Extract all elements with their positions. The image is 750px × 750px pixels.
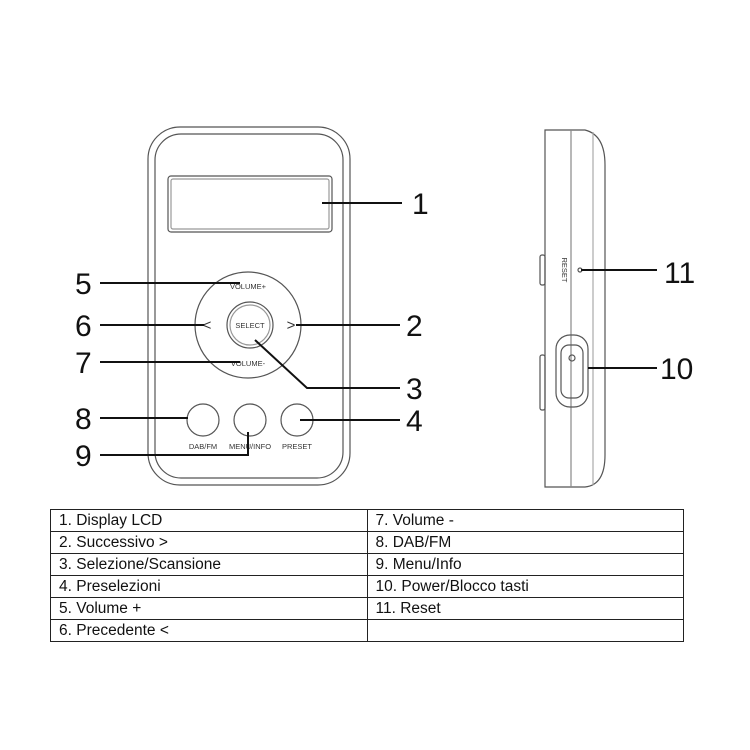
legend-cell: 4. Preselezioni [50, 575, 368, 598]
legend-cell: 1. Display LCD [50, 509, 368, 532]
device-side [544, 129, 606, 488]
next-glyph: > [287, 317, 296, 334]
menu-info-label: MENU/INFO [229, 442, 271, 451]
callout-8: 8 [75, 403, 92, 436]
callout-1: 1 [412, 188, 429, 221]
callout-6: 6 [75, 310, 92, 343]
lcd-display [167, 175, 333, 233]
legend-cell: 3. Selezione/Scansione [50, 553, 368, 576]
legend-cell: 2. Successivo > [50, 531, 368, 554]
dab-fm-button [186, 403, 220, 437]
callout-4: 4 [406, 405, 423, 438]
legend-cell [366, 619, 684, 642]
callout-11: 11 [664, 257, 695, 290]
legend-cell: 8. DAB/FM [366, 531, 684, 554]
select-button [226, 301, 274, 349]
reset-label: RESET [560, 257, 569, 282]
legend-cell: 9. Menu/Info [366, 553, 684, 576]
legend-cell: 7. Volume - [366, 509, 684, 532]
callout-3: 3 [406, 373, 423, 406]
device-front-outer [147, 126, 351, 486]
legend-cell: 6. Precedente < [50, 619, 368, 642]
legend-cell: 11. Reset [366, 597, 684, 620]
callout-9: 9 [75, 440, 92, 473]
radio-diagram: VOLUME+ VOLUME- SELECT DAB/FM MENU/INFO … [75, 126, 695, 488]
power-lock-switch-housing [555, 334, 589, 408]
previous-glyph: < [203, 317, 212, 334]
table-row: 5. Volume +11. Reset [50, 597, 684, 620]
callout-7: 7 [75, 347, 92, 380]
device-front-inner [154, 133, 344, 479]
preset-label: PRESET [282, 442, 312, 451]
legend-cell: 10. Power/Blocco tasti [366, 575, 684, 598]
volume-plus-label: VOLUME+ [230, 282, 267, 291]
select-label: SELECT [235, 321, 265, 330]
callout-lines [100, 202, 657, 456]
menu-info-button [233, 403, 267, 437]
legend-cell: 5. Volume + [50, 597, 368, 620]
volume-minus-label: VOLUME- [231, 359, 266, 368]
dab-fm-label: DAB/FM [189, 442, 217, 451]
callout-5: 5 [75, 268, 92, 301]
power-lock-switch [560, 344, 584, 399]
table-row: 6. Precedente < [50, 619, 684, 642]
callout-2: 2 [406, 310, 423, 343]
table-row: 2. Successivo >8. DAB/FM [50, 531, 684, 554]
callout-10: 10 [660, 353, 693, 386]
